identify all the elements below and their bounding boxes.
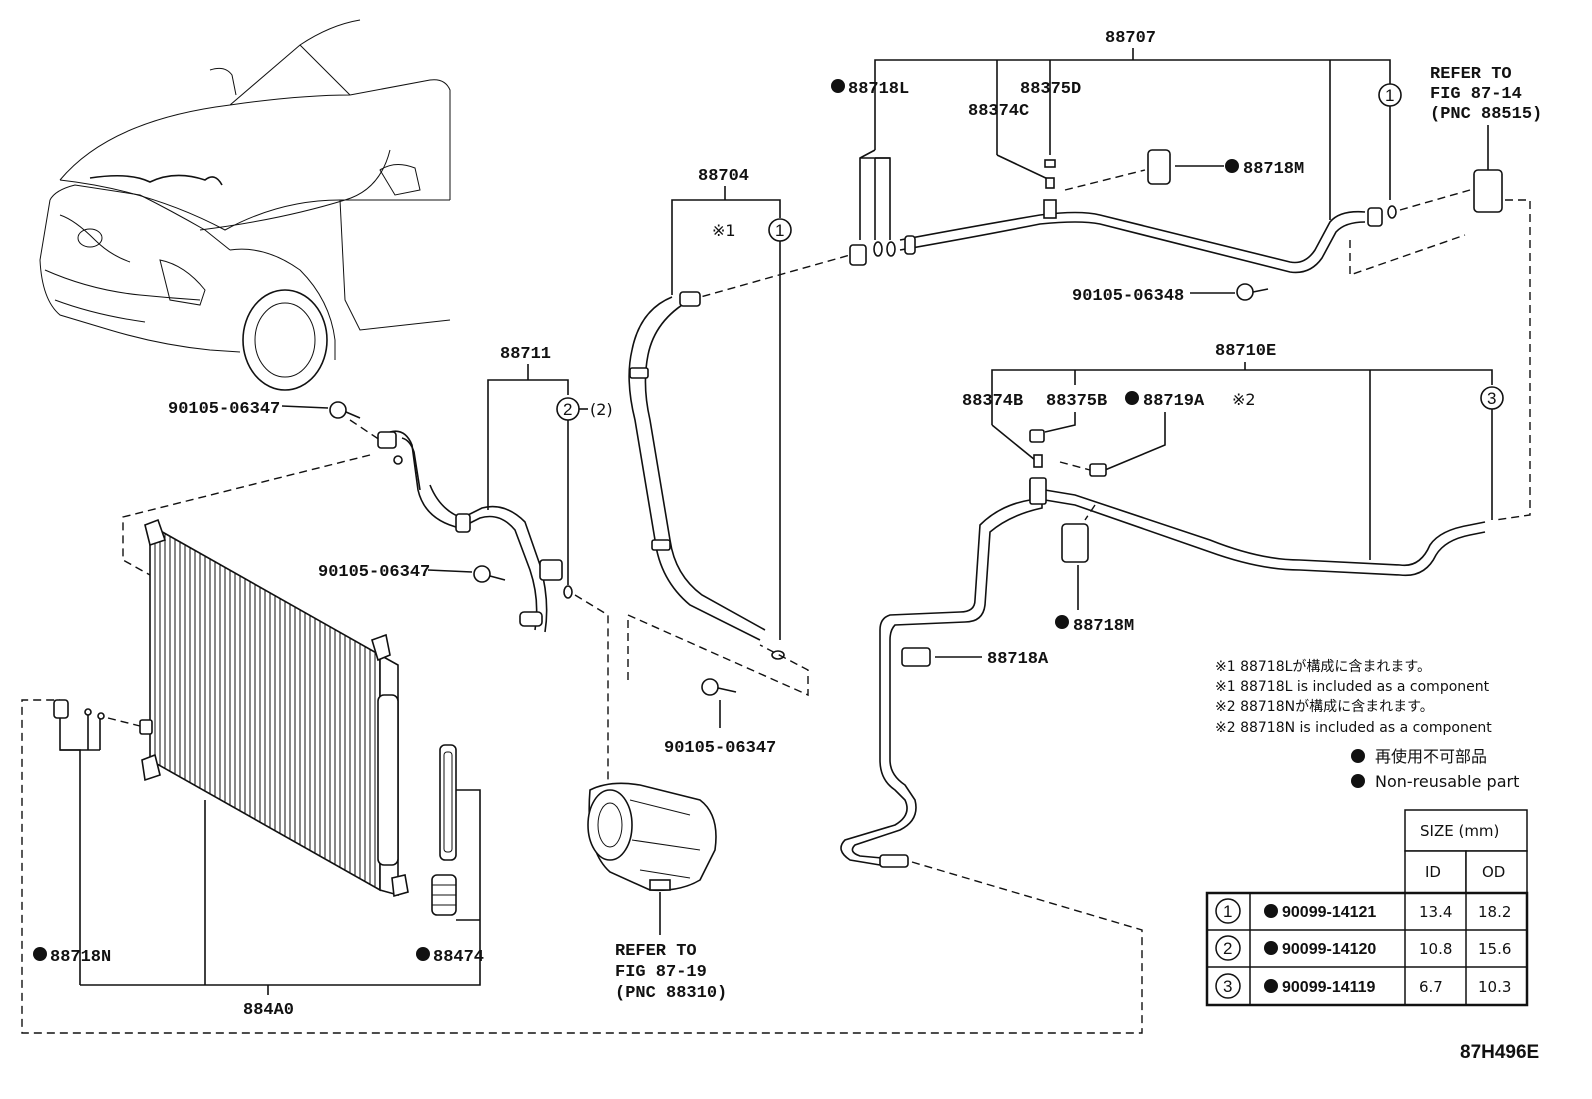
non-reusable-mark — [831, 79, 845, 93]
row-od: 15.6 — [1478, 940, 1511, 958]
part-number-88375D: 88375D — [1020, 80, 1081, 99]
refer-to-compressor-line-1: REFER TO — [615, 942, 697, 961]
legend-english: Non-reusable part — [1375, 772, 1519, 791]
legend-japanese: 再使用不可部品 — [1375, 747, 1487, 766]
bolt-90105-06347-c: 90105-06347 — [664, 739, 776, 758]
part-number-88707: 88707 — [1105, 29, 1156, 48]
legend: 再使用不可部品 Non-reusable part — [1351, 747, 1519, 791]
seal-mark-2-qty: (2) — [590, 400, 613, 419]
refer-to-line-1: REFER TO — [1430, 65, 1512, 84]
note-line-1: ※1 88718Lが構成に含まれます。 — [1215, 659, 1431, 675]
part-number-88711: 88711 — [500, 345, 551, 364]
seal-mark-3-label: 3 — [1487, 389, 1496, 408]
table-row: 1 90099-14121 13.4 18.2 — [1215, 898, 1511, 924]
part-number-88718L: 88718L — [848, 80, 909, 99]
part-number-88374B: 88374B — [962, 392, 1023, 411]
part-number-88375B: 88375B — [1046, 392, 1107, 411]
refer-to-compressor-line-3: (PNC 88310) — [615, 984, 727, 1003]
row-od: 10.3 — [1478, 978, 1511, 996]
row-mark: 2 — [1223, 939, 1232, 958]
part-number-88718A: 88718A — [987, 650, 1049, 669]
part-number-88474: 88474 — [433, 948, 484, 967]
row-mark: 1 — [1223, 902, 1232, 921]
refer-to-line-2: FIG 87-14 — [1430, 85, 1522, 104]
part-number-88718N: 88718N — [50, 948, 111, 967]
bolt-90105-06347-b: 90105-06347 — [318, 563, 430, 582]
note-line-2: ※1 88718L is included as a component — [1215, 679, 1490, 695]
seal-mark-1-label: 1 — [775, 221, 784, 240]
note-mark-2: ※2 — [1232, 390, 1256, 409]
part-number-88718M-top: 88718M — [1243, 160, 1304, 179]
bolt-90105-06348: 90105-06348 — [1072, 287, 1184, 306]
part-number-88719A: 88719A — [1143, 392, 1205, 411]
non-reusable-mark — [1351, 749, 1365, 763]
table-header-od: OD — [1482, 863, 1505, 881]
figure-code: 87H496E — [1460, 1042, 1539, 1063]
component-notes: ※1 88718Lが構成に含まれます。 ※1 88718L is include… — [1215, 659, 1492, 736]
non-reusable-mark — [1264, 941, 1278, 955]
seal-mark-1-label: 1 — [1385, 86, 1394, 105]
row-part-number: 90099-14119 — [1282, 979, 1376, 996]
refer-to-line-3: (PNC 88515) — [1430, 105, 1542, 124]
table-header-size: SIZE (mm) — [1420, 822, 1499, 840]
seal-mark-2-label: 2 — [563, 400, 572, 419]
row-part-number: 90099-14120 — [1282, 941, 1376, 958]
part-number-88718M-mid: 88718M — [1073, 617, 1134, 636]
condenser-illustration — [139, 518, 409, 898]
note-mark-1: ※1 — [712, 221, 736, 240]
non-reusable-mark — [1125, 391, 1139, 405]
table-row: 2 90099-14120 10.8 15.6 — [1215, 935, 1511, 961]
row-part-number: 90099-14121 — [1282, 904, 1376, 921]
table-header-id: ID — [1425, 863, 1441, 881]
bolt-90105-06347-a: 90105-06347 — [168, 400, 280, 419]
non-reusable-mark — [416, 947, 430, 961]
row-id: 10.8 — [1419, 940, 1452, 958]
row-id: 13.4 — [1419, 903, 1452, 921]
part-number-88704: 88704 — [698, 167, 749, 186]
note-line-4: ※2 88718N is included as a component — [1215, 720, 1492, 736]
vehicle-illustration — [39, 19, 451, 391]
row-id: 6.7 — [1419, 978, 1443, 996]
part-number-88374C: 88374C — [968, 102, 1029, 121]
row-mark: 3 — [1223, 977, 1232, 996]
part-number-88710E: 88710E — [1215, 342, 1276, 361]
non-reusable-mark — [1351, 774, 1365, 788]
row-od: 18.2 — [1478, 903, 1511, 921]
non-reusable-mark — [1264, 904, 1278, 918]
note-line-3: ※2 88718Nが構成に含まれます。 — [1215, 699, 1434, 715]
non-reusable-mark — [1264, 979, 1278, 993]
o-ring-size-table: SIZE (mm) ID OD 1 90099-14121 13.4 18.2 … — [1205, 809, 1529, 1007]
callout-88707: 88707 — [874, 29, 1391, 220]
non-reusable-mark — [33, 947, 47, 961]
refer-to-compressor-line-2: FIG 87-19 — [615, 963, 707, 982]
non-reusable-mark — [1055, 615, 1069, 629]
table-row: 3 90099-14119 6.7 10.3 — [1215, 973, 1511, 999]
part-number-884A0: 884A0 — [243, 1001, 294, 1020]
compressor-illustration — [587, 782, 717, 892]
non-reusable-mark — [1225, 159, 1239, 173]
